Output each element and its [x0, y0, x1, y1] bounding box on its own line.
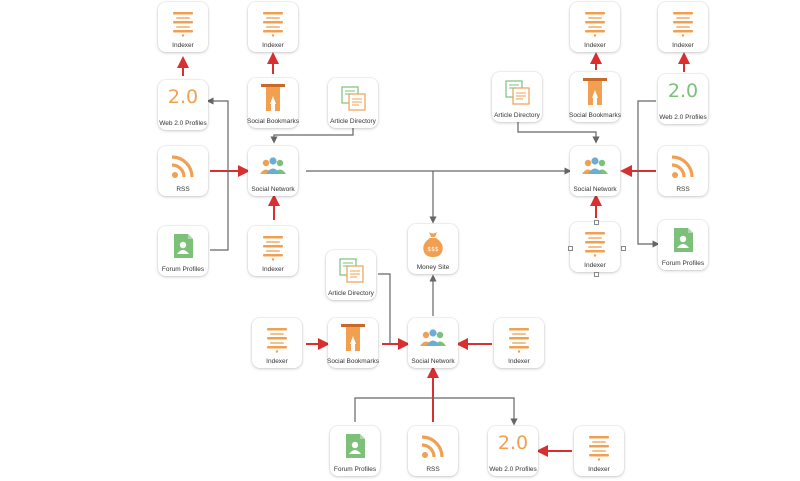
indexer-icon	[589, 436, 609, 461]
article-icon	[339, 258, 364, 283]
connector-line[interactable]	[270, 124, 354, 144]
forum-profile-icon	[674, 228, 693, 252]
bookmark-icon	[341, 324, 365, 351]
node-label: Article Directory	[328, 290, 374, 297]
node-label: Forum Profiles	[333, 466, 377, 473]
node-label: Indexer	[172, 42, 194, 49]
forum-profile-icon	[174, 234, 193, 258]
selection-handle[interactable]	[594, 272, 599, 277]
node-label: Indexer	[584, 42, 606, 49]
selection-handle[interactable]	[621, 246, 626, 251]
node-label: Indexer	[508, 358, 530, 365]
rss-icon	[671, 155, 694, 178]
diagram-node-social-bookmarks[interactable]: Social Bookmarks	[569, 72, 621, 122]
node-label: Indexer	[672, 42, 694, 49]
connector-line[interactable]	[378, 273, 408, 348]
diagram-node-social-network[interactable]: Social Network	[570, 146, 620, 196]
connector-line[interactable]	[637, 100, 660, 248]
node-label: Money Site	[416, 264, 450, 271]
diagram-node-article-directory[interactable]: Article Directory	[492, 72, 542, 122]
diagram-node-indexer[interactable]: Indexer	[252, 318, 302, 368]
social-network-icon	[420, 329, 446, 346]
node-label: Social Bookmarks	[246, 118, 300, 125]
diagram-node-social-bookmarks[interactable]: Social Bookmarks	[327, 318, 379, 368]
rss-icon	[171, 155, 194, 178]
node-label: Article Directory	[330, 118, 376, 125]
node-label: Forum Profiles	[661, 260, 705, 267]
article-icon	[341, 86, 366, 111]
diagram-node-rss[interactable]: RSS	[158, 146, 208, 196]
social-network-icon	[260, 157, 286, 174]
node-label: Indexer	[262, 42, 284, 49]
diagram-node-article-directory[interactable]: Article Directory	[326, 250, 376, 300]
social-network-icon	[582, 157, 608, 174]
indexer-icon	[263, 236, 283, 261]
node-label: Social Bookmarks	[568, 112, 622, 119]
node-label: Article Directory	[494, 112, 540, 119]
node-label: Social Network	[251, 186, 295, 193]
selection-handle[interactable]	[568, 246, 573, 251]
indexer-icon	[263, 12, 283, 37]
indexer-icon	[173, 12, 193, 37]
web20-icon: 2.0	[667, 80, 699, 102]
node-label: Social Network	[573, 186, 617, 193]
node-label: RSS	[176, 186, 190, 193]
node-label: Social Bookmarks	[326, 358, 380, 365]
node-label: Web 2.0 Profiles	[489, 466, 537, 473]
indexer-icon	[509, 328, 529, 353]
web20-icon: 2.0	[167, 86, 199, 108]
diagram-node-indexer[interactable]: Indexer	[570, 2, 620, 52]
indexer-icon	[673, 12, 693, 37]
connector-line[interactable]	[517, 122, 600, 144]
diagram-node-indexer[interactable]: Indexer	[658, 2, 708, 52]
node-label: Web 2.0 Profiles	[159, 120, 207, 127]
node-label: Indexer	[262, 266, 284, 273]
node-label: RSS	[426, 466, 440, 473]
diagram-node-forum-profiles[interactable]: Forum Profiles	[658, 220, 708, 270]
diagram-node-indexer[interactable]: Indexer	[494, 318, 544, 368]
connector-line[interactable]	[354, 397, 518, 426]
diagram-node-indexer[interactable]: Indexer	[570, 222, 620, 272]
diagram-node-article-directory[interactable]: Article Directory	[328, 78, 378, 128]
diagram-node-money-site[interactable]: $$$ Money Site	[408, 224, 458, 274]
diagram-node-social-network[interactable]: Social Network	[408, 318, 458, 368]
diagram-node-indexer[interactable]: Indexer	[248, 2, 298, 52]
node-label: Indexer	[584, 262, 606, 269]
bookmark-icon	[261, 84, 285, 111]
diagram-node-rss[interactable]: RSS	[408, 426, 458, 476]
indexer-icon	[585, 12, 605, 37]
web20-icon: 2.0	[497, 432, 529, 454]
node-label: Social Network	[411, 358, 455, 365]
node-label: Indexer	[266, 358, 288, 365]
diagram-node-social-network[interactable]: Social Network	[248, 146, 298, 196]
selection-handle[interactable]	[594, 220, 599, 225]
money-bag-icon: $$$	[423, 232, 443, 257]
connector-line[interactable]	[206, 97, 229, 251]
indexer-icon	[267, 328, 287, 353]
rss-icon	[421, 435, 444, 458]
diagram-node-social-bookmarks[interactable]: Social Bookmarks	[247, 78, 299, 128]
node-label: Forum Profiles	[161, 266, 205, 273]
node-label: Web 2.0 Profiles	[659, 114, 707, 121]
forum-profile-icon	[346, 434, 365, 458]
bookmark-icon	[583, 78, 607, 105]
diagram-node-indexer[interactable]: Indexer	[248, 226, 298, 276]
diagram-node-forum-profiles[interactable]: Forum Profiles	[330, 426, 380, 476]
indexer-icon	[585, 232, 605, 257]
diagram-node-indexer[interactable]: Indexer	[158, 2, 208, 52]
diagram-node-indexer[interactable]: Indexer	[574, 426, 624, 476]
svg-text:$$$: $$$	[427, 246, 439, 253]
node-label: RSS	[676, 186, 690, 193]
diagram-node-forum-profiles[interactable]: Forum Profiles	[158, 226, 208, 276]
article-icon	[505, 80, 530, 105]
diagram-node-rss[interactable]: RSS	[658, 146, 708, 196]
node-label: Indexer	[588, 466, 610, 473]
